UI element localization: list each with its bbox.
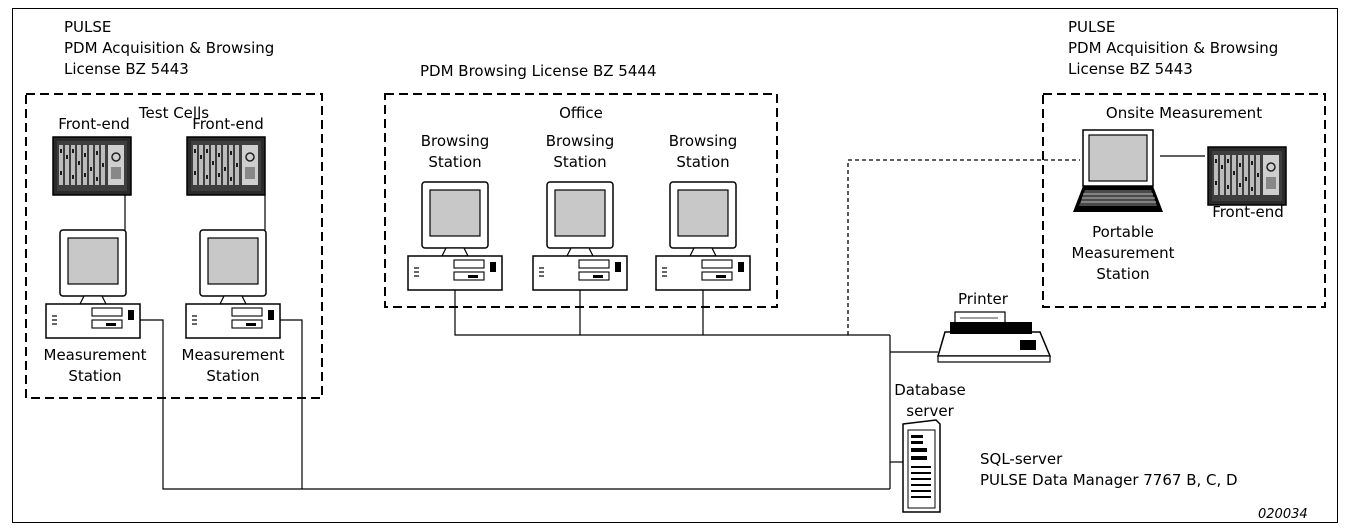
office-bus-line — [454, 290, 890, 336]
station2-label-line2: Station — [206, 367, 260, 385]
front-end-icon — [1207, 146, 1287, 206]
left-package-label: PDM Acquisition & Browsing — [64, 39, 275, 57]
browsing-station2-line2: Station — [553, 153, 607, 171]
sql-label-line1: SQL-server — [980, 450, 1063, 468]
front-end-icon — [186, 136, 266, 196]
computer-icon — [45, 229, 141, 339]
browsing-station3-line2: Station — [676, 153, 730, 171]
printer-icon — [937, 311, 1052, 363]
onsite-box — [1042, 93, 1326, 308]
station2-network-line — [280, 319, 303, 489]
browsing-station1-line2: Station — [428, 153, 482, 171]
figure-code: 020034 — [1258, 507, 1308, 522]
test-cells-title: Test Cells — [138, 104, 210, 122]
station1-label-line2: Station — [68, 367, 122, 385]
portable-label-line3: Station — [1096, 265, 1150, 283]
sql-label-line2: PULSE Data Manager 7767 B, C, D — [980, 471, 1238, 489]
right-package-label: PDM Acquisition & Browsing — [1068, 39, 1279, 57]
diagram-frame — [12, 8, 1338, 523]
fe2-label: Front-end — [192, 115, 264, 133]
browsing-station1-line1: Browsing — [420, 132, 490, 150]
printer-label: Printer — [958, 290, 1008, 308]
database-label-line2: server — [906, 402, 954, 420]
right-product-label: PULSE — [1068, 18, 1116, 36]
left-product-label: PULSE — [64, 18, 112, 36]
office-license-label: PDM Browsing License BZ 5444 — [420, 62, 657, 80]
fe3-label: Front-end — [1212, 203, 1284, 221]
laptop-icon — [1072, 129, 1164, 213]
office-title: Office — [559, 104, 603, 122]
test-cells-box — [25, 93, 323, 399]
left-license-label: License BZ 5443 — [64, 60, 189, 78]
computer-icon — [655, 181, 751, 291]
browsing-station2-line1: Browsing — [545, 132, 615, 150]
database-label-line1: Database — [894, 381, 966, 399]
onsite-dotted-link — [847, 159, 1080, 335]
station2-label-line1: Measurement — [181, 346, 285, 364]
browsing-station3-line1: Browsing — [668, 132, 738, 150]
portable-label-line2: Measurement — [1071, 244, 1175, 262]
office-box — [384, 93, 778, 308]
computer-icon — [407, 181, 503, 291]
right-license-label: License BZ 5443 — [1068, 60, 1193, 78]
server-icon — [902, 419, 941, 513]
station1-label-line1: Measurement — [43, 346, 147, 364]
onsite-title: Onsite Measurement — [1105, 104, 1263, 122]
computer-icon — [532, 181, 628, 291]
station1-network-line — [140, 319, 890, 490]
fe1-label: Front-end — [58, 115, 130, 133]
portable-label-line1: Portable — [1092, 223, 1154, 241]
front-end-icon — [52, 136, 132, 196]
computer-icon — [185, 229, 281, 339]
